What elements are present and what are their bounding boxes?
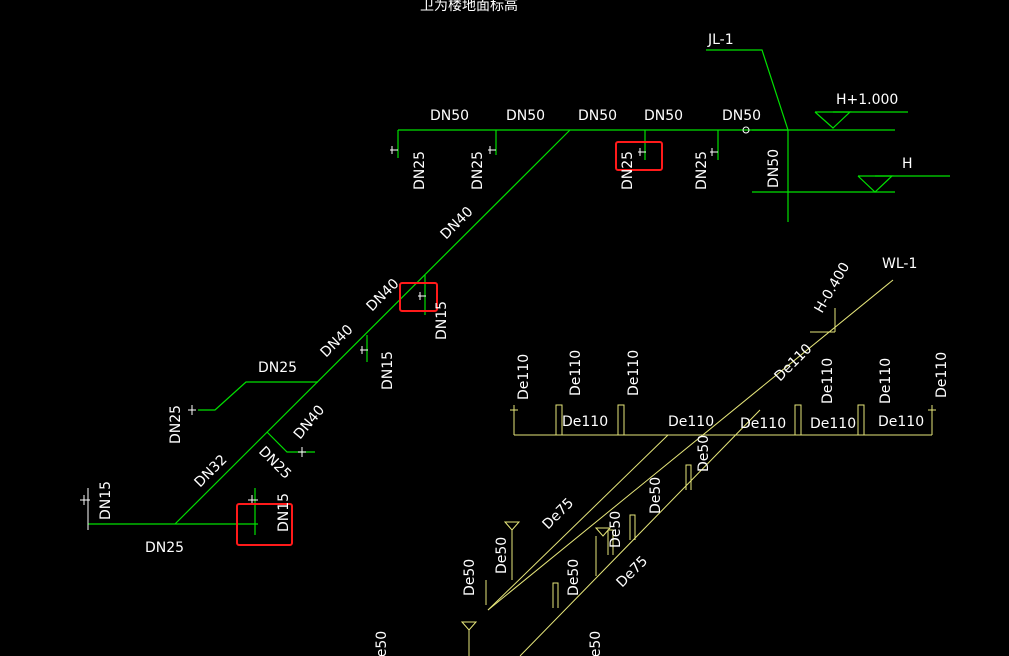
- label-dn15: DN15: [434, 301, 450, 340]
- label-de110: De110: [568, 350, 584, 396]
- highlight-box-1: [615, 141, 663, 171]
- label-de110: De110: [820, 358, 836, 404]
- label-dn25: DN25: [145, 540, 184, 556]
- label-dn25: DN25: [258, 360, 297, 376]
- label-dn25: DN25: [620, 151, 636, 190]
- label-dn40: DN40: [318, 322, 357, 361]
- drawing-title: 卫为楼地面标高: [420, 0, 518, 14]
- label-dn50: DN50: [722, 108, 761, 124]
- label-dn25: DN25: [412, 151, 428, 190]
- label-dn50: DN50: [578, 108, 617, 124]
- label-dn25: DN25: [470, 151, 486, 190]
- label-dn32: DN32: [192, 452, 231, 491]
- label-dn15: DN15: [380, 351, 396, 390]
- label-dn25: DN25: [255, 444, 294, 483]
- label-dn50: DN50: [644, 108, 683, 124]
- label-de110: De110: [934, 352, 950, 398]
- label-de75: De75: [540, 495, 578, 533]
- supply-pipes: [87, 49, 950, 535]
- highlight-box-3: [236, 503, 293, 546]
- label-dn50: DN50: [506, 108, 545, 124]
- label-de110-diagonal: De110: [772, 341, 816, 385]
- label-de110: De110: [626, 350, 642, 396]
- label-dn40: DN40: [438, 204, 477, 243]
- label-dn15: DN15: [98, 481, 114, 520]
- label-de50: De50: [696, 435, 712, 472]
- label-de110: De110: [878, 414, 924, 430]
- label-dn40: DN40: [364, 276, 403, 315]
- label-de110: De110: [562, 414, 608, 430]
- drainage-pipes: [460, 279, 936, 656]
- label-dn50: DN50: [430, 108, 469, 124]
- fixture-symbols: [80, 146, 718, 505]
- labels: JL-1 H+1.000 H WL-1 H-0.400 DN50 DN50 DN…: [98, 32, 950, 656]
- label-de50: De50: [608, 511, 624, 548]
- label-de110: De110: [740, 416, 786, 432]
- label-dn15: DN15: [276, 493, 292, 532]
- label-jl1: JL-1: [707, 32, 734, 48]
- label-de110: De110: [878, 358, 894, 404]
- label-de110: De110: [810, 416, 856, 432]
- label-de110: De110: [516, 354, 532, 400]
- label-de110: De110: [668, 414, 714, 430]
- label-dn25: DN25: [694, 151, 710, 190]
- highlight-box-2: [399, 282, 438, 312]
- label-de50: De50: [566, 559, 582, 596]
- label-de50: De50: [588, 631, 604, 656]
- label-dn50-vertical: DN50: [766, 149, 782, 188]
- label-de50: De50: [494, 537, 510, 574]
- label-de50: De50: [374, 631, 390, 656]
- label-wl1: WL-1: [882, 256, 917, 272]
- label-de75: De75: [614, 553, 652, 591]
- label-dn25: DN25: [168, 405, 184, 444]
- label-de50: De50: [648, 477, 664, 514]
- label-h-minus: H-0.400: [812, 260, 854, 316]
- label-dn40: DN40: [291, 402, 328, 442]
- label-h-plus: H+1.000: [836, 92, 898, 108]
- label-de50: De50: [462, 559, 478, 596]
- label-h: H: [902, 156, 913, 172]
